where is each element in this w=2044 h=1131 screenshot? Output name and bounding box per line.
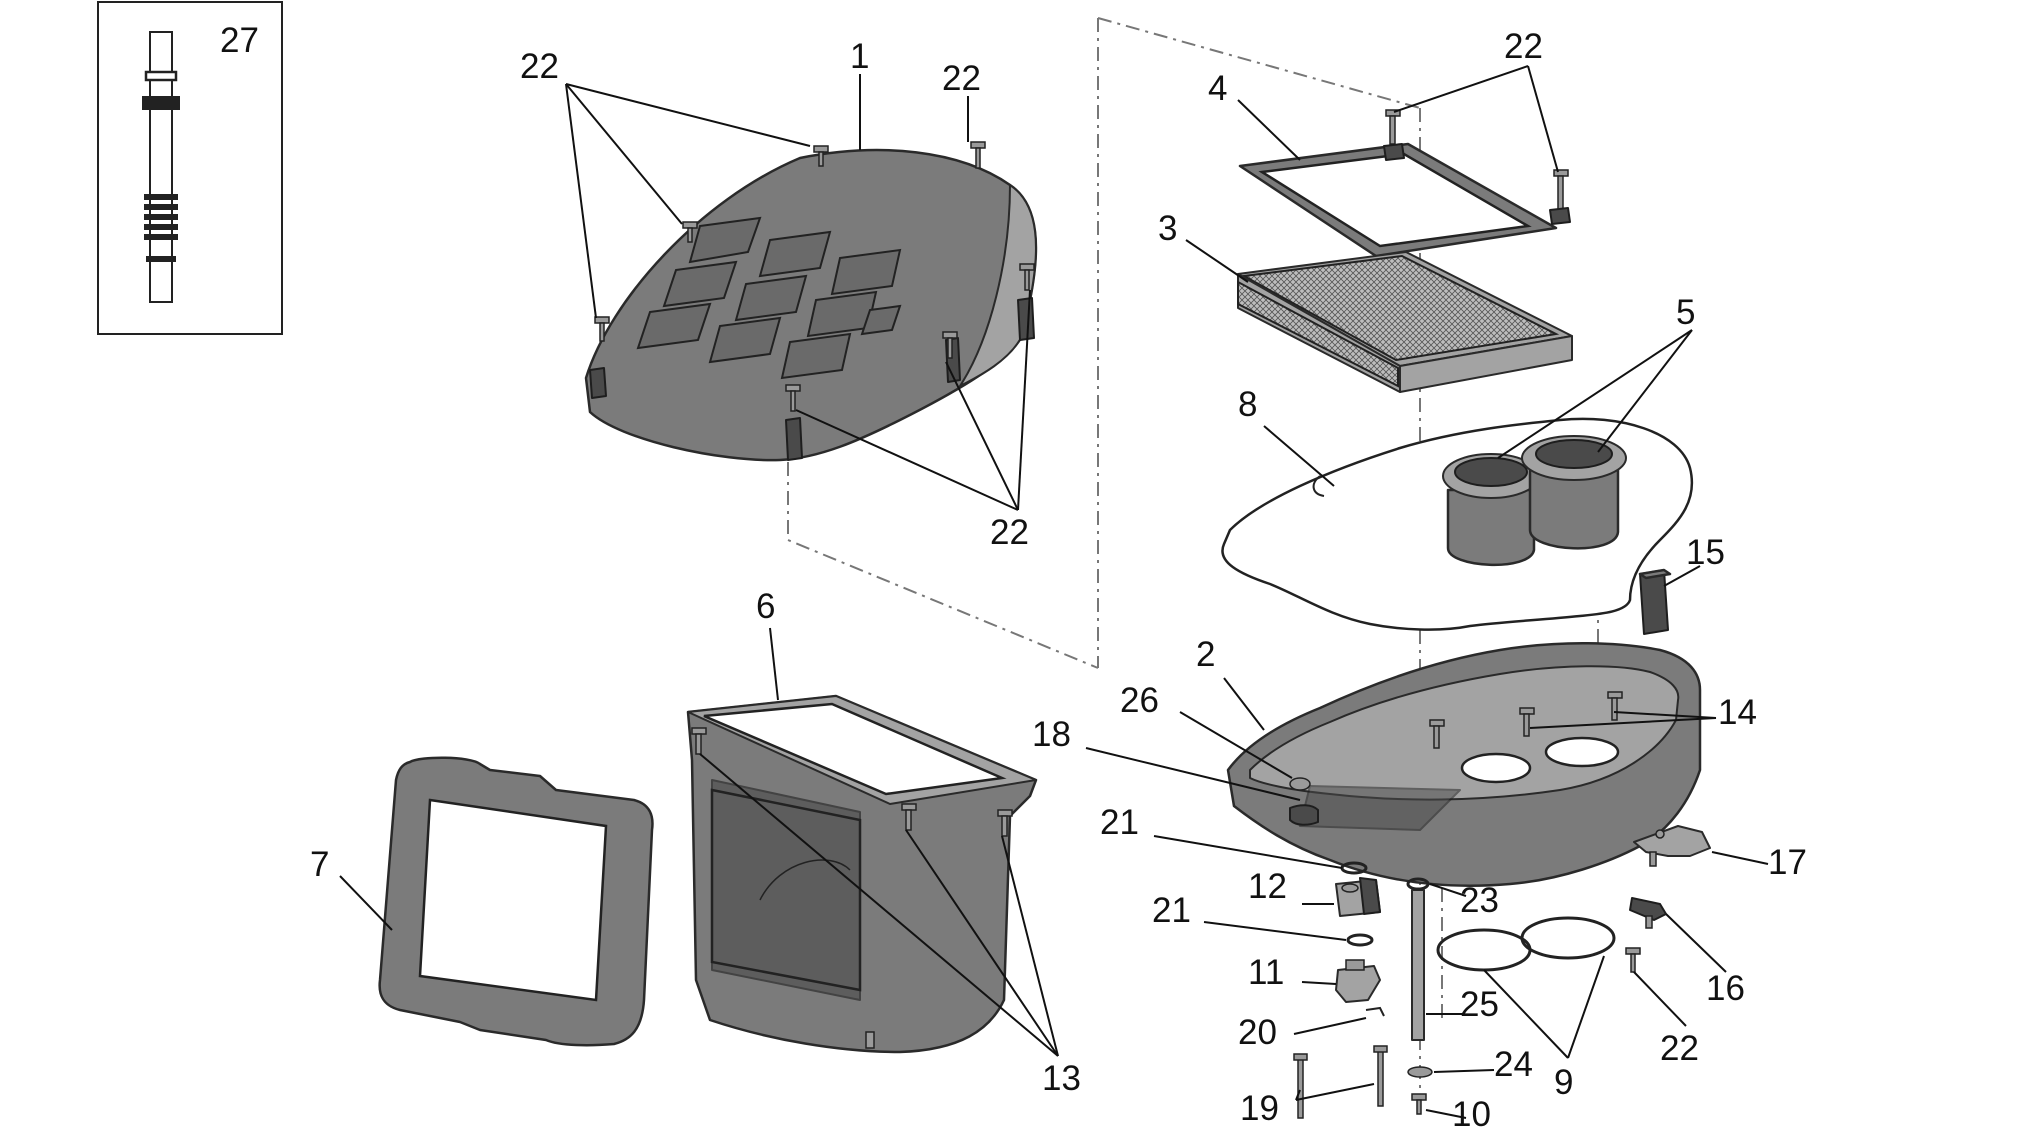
screw-icon [1553,169,1569,211]
part-7-rubber-frame [378,756,654,1047]
callout-7: 7 [310,845,329,884]
part-2-airbox-base [1226,641,1702,887]
callout-15: 15 [1686,533,1725,572]
callout-22-filter-frame: 22 [1504,27,1543,66]
inset-box-hose: 27 [97,1,283,335]
callout-20: 20 [1238,1013,1277,1052]
callout-24: 24 [1494,1045,1533,1084]
leader-lines [339,65,1769,1119]
callout-22-bottom-right: 22 [1660,1029,1699,1068]
part-16-bracket [1629,897,1667,929]
callout-6: 6 [756,587,775,626]
part-9-large-orings [1436,916,1616,972]
callout-22-cover-right: 22 [990,513,1029,552]
screws-part-1 [594,141,1035,412]
callout-16: 16 [1706,969,1745,1008]
screw-icon [1385,109,1401,145]
screw-icon [682,221,698,243]
callout-18: 18 [1032,715,1071,754]
part-26-plug [1289,777,1311,791]
callout-1: 1 [850,37,869,76]
cover-grid-cells [636,216,902,380]
screw-icon [691,727,707,755]
part-3-air-filter [1237,251,1573,393]
callout-11: 11 [1248,953,1284,992]
callout-22-top-left: 22 [520,47,559,86]
part-25-tube [1406,877,1430,1041]
part-6-intake-housing [686,694,1038,1054]
callout-10: 10 [1452,1095,1491,1131]
callout-3: 3 [1158,209,1177,248]
screw-icon [1607,691,1623,721]
callout-21-lower: 21 [1152,891,1191,930]
callout-12: 12 [1248,867,1287,906]
part-17-sensor [1633,825,1711,867]
screw-icon [1519,707,1535,737]
callout-22-top: 22 [942,59,981,98]
callout-4: 4 [1208,69,1227,108]
part-4-filter-frame [1238,109,1571,258]
callout-8: 8 [1238,385,1257,424]
callout-13: 13 [1042,1059,1081,1098]
screw-icon [594,316,610,342]
callout-17: 17 [1768,843,1807,882]
part-10-screw [1411,1093,1427,1115]
part-12-valve-body [1335,877,1381,917]
callout-26: 26 [1120,681,1159,720]
callout-23: 23 [1460,881,1499,920]
screw-icon [1429,719,1445,749]
part-1-airbox-cover [584,148,1038,462]
hose-bellows-icon [142,70,180,262]
part-19-bolts [1293,1045,1388,1119]
screw-icon [942,331,958,359]
callout-21-upper: 21 [1100,803,1139,842]
callout-14: 14 [1718,693,1757,732]
callout-9: 9 [1554,1063,1573,1102]
callout-2: 2 [1196,635,1215,674]
screw-icon [1019,263,1035,291]
screw-icon [997,809,1013,837]
part-5-intake-funnels [1442,435,1627,566]
callout-19: 19 [1240,1089,1279,1128]
callouts: 1 22 22 22 22 4 3 5 8 15 2 14 6 26 18 7 … [310,27,1807,1131]
part-11-idle-valve [1335,959,1381,1003]
part-20-clip [1365,1006,1385,1017]
screw-icon [1625,947,1641,973]
callout-5: 5 [1676,293,1695,332]
part-15-block [1638,568,1672,635]
screw-icon [901,803,917,831]
screw-icon [785,384,801,412]
screw-icon [813,145,829,167]
part-24-washer [1407,1066,1433,1078]
callout-25: 25 [1460,985,1499,1024]
screw-icon [970,141,986,169]
callout-27: 27 [220,21,259,60]
